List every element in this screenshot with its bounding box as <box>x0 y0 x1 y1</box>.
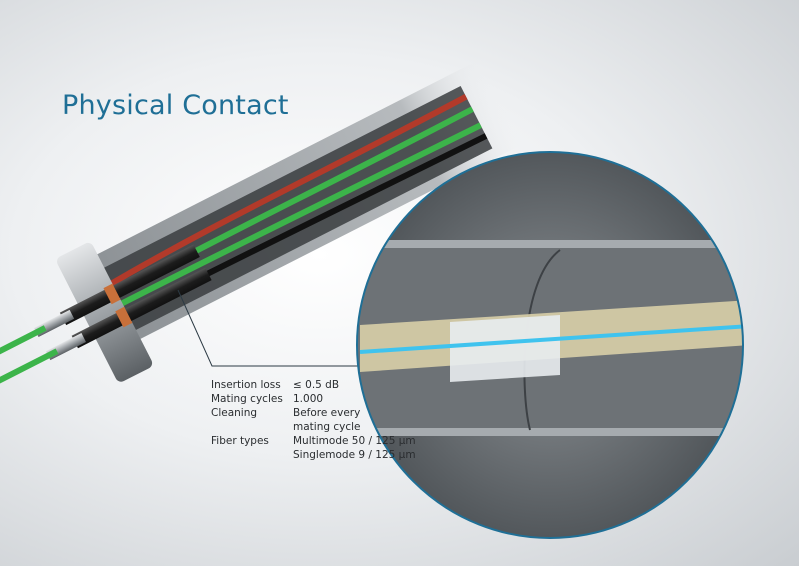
spec-value: 1.000 <box>293 393 324 405</box>
spec-value: ≤ 0.5 dB <box>293 379 340 391</box>
page-title: Physical Contact <box>62 90 289 121</box>
spec-label: Mating cycles <box>211 393 283 405</box>
magnified-view <box>357 152 743 538</box>
spec-value: Before every <box>293 407 361 419</box>
spec-label: Insertion loss <box>211 379 281 391</box>
spec-label: Fiber types <box>211 435 269 447</box>
spec-label <box>211 448 293 462</box>
spec-value: Multimode 50 / 125 µm <box>293 435 416 447</box>
spec-row: Insertion loss ≤ 0.5 dB <box>211 378 416 392</box>
spec-row: Fiber types Multimode 50 / 125 µm <box>211 434 416 448</box>
spec-value: mating cycle <box>293 421 361 433</box>
spec-label <box>211 420 293 434</box>
spec-value: Singlemode 9 / 125 µm <box>293 449 416 461</box>
spec-row: Singlemode 9 / 125 µm <box>211 448 416 462</box>
connector-body <box>0 58 524 386</box>
callout-line <box>177 289 358 367</box>
magnifier-ring <box>356 151 744 539</box>
spec-list: Insertion loss ≤ 0.5 dB Mating cycles 1.00… <box>211 378 416 462</box>
spec-row: mating cycle <box>211 420 416 434</box>
spec-row: Cleaning Before every <box>211 406 416 420</box>
spec-label: Cleaning <box>211 407 258 419</box>
spec-row: Mating cycles 1.000 <box>211 392 416 406</box>
